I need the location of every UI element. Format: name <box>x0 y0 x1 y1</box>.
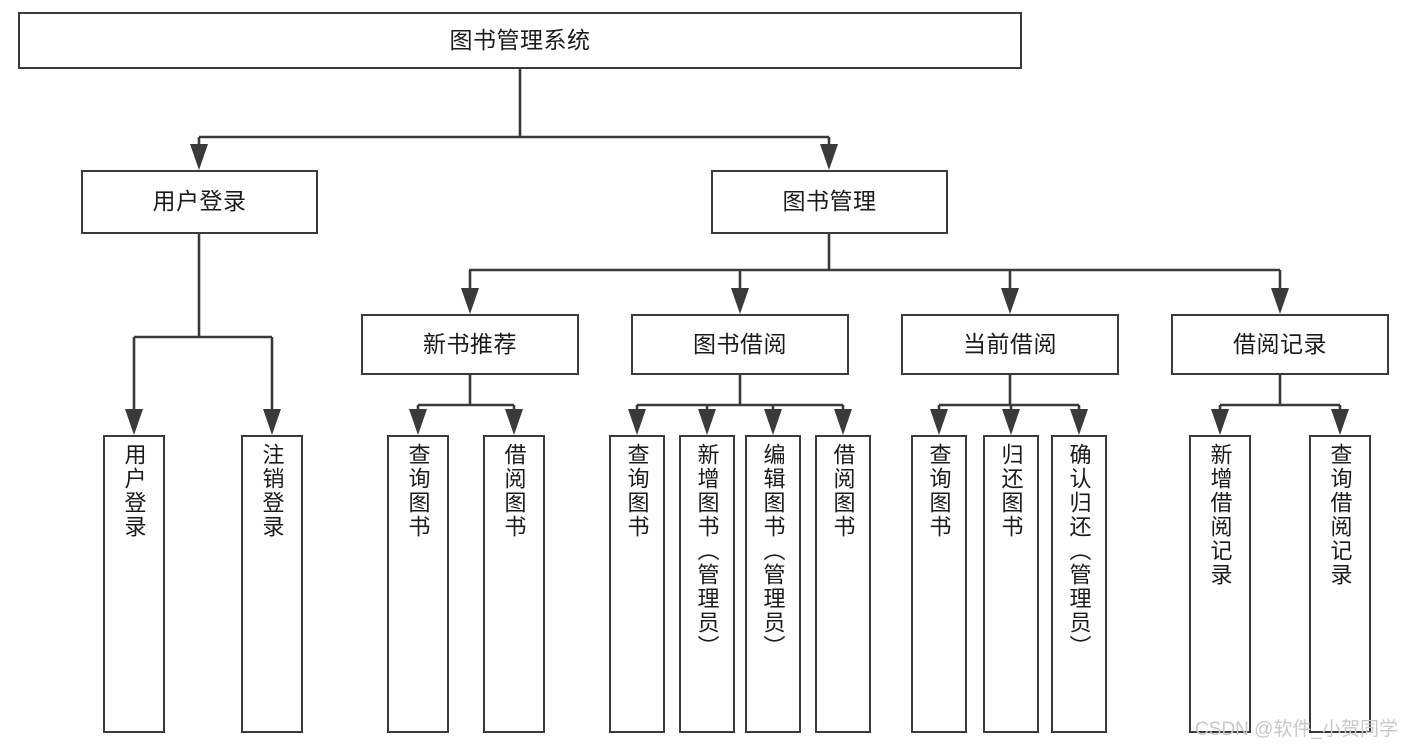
node-leaf-edit-book[interactable]: 编辑图书（管理员） <box>745 435 801 733</box>
node-label: 新书推荐 <box>423 330 517 357</box>
node-leaf-user-logout[interactable]: 注销登录 <box>241 435 303 733</box>
node-label: 查询借阅记录 <box>1327 443 1353 587</box>
node-label: 借阅记录 <box>1233 330 1327 357</box>
node-label: 用户登录 <box>152 188 247 215</box>
arrow-to-user-login <box>190 144 208 170</box>
arrow-to-leaf-query-book-1 <box>409 409 427 435</box>
arrow-to-leaf-confirm-return <box>1070 409 1088 435</box>
node-current-borrow[interactable]: 当前借阅 <box>901 314 1119 375</box>
node-label: 新增图书（管理员） <box>694 443 720 659</box>
arrow-to-leaf-edit-book <box>764 409 782 435</box>
node-label: 借阅图书 <box>501 443 527 539</box>
node-label: 查询图书 <box>926 443 952 539</box>
node-leaf-query-book-1[interactable]: 查询图书 <box>387 435 449 733</box>
node-root[interactable]: 图书管理系统 <box>18 12 1022 69</box>
arrow-to-leaf-borrow-book-2 <box>834 409 852 435</box>
node-leaf-user-login[interactable]: 用户登录 <box>103 435 165 733</box>
watermark: CSDN @软件_小贺同学 <box>1195 719 1398 740</box>
arrow-to-leaf-query-book-2 <box>628 409 646 435</box>
node-label: 归还图书 <box>998 443 1024 539</box>
arrow-to-borrow-record <box>1271 288 1289 314</box>
node-leaf-add-book[interactable]: 新增图书（管理员） <box>679 435 735 733</box>
node-label: 当前借阅 <box>963 330 1057 357</box>
node-book-borrow[interactable]: 图书借阅 <box>631 314 849 375</box>
arrow-to-book-borrow <box>731 288 749 314</box>
arrow-to-leaf-add-book <box>698 409 716 435</box>
node-leaf-query-book-2[interactable]: 查询图书 <box>609 435 665 733</box>
node-label: 查询图书 <box>624 443 650 539</box>
node-book-manage[interactable]: 图书管理 <box>711 170 948 234</box>
node-borrow-record[interactable]: 借阅记录 <box>1171 314 1389 375</box>
node-leaf-confirm-return[interactable]: 确认归还（管理员） <box>1051 435 1107 733</box>
arrow-to-leaf-query-record <box>1331 409 1349 435</box>
node-label: 查询图书 <box>405 443 431 539</box>
node-leaf-borrow-book-1[interactable]: 借阅图书 <box>483 435 545 733</box>
node-leaf-return-book[interactable]: 归还图书 <box>983 435 1039 733</box>
arrow-to-new-book-rec <box>461 288 479 314</box>
node-label: 新增借阅记录 <box>1207 443 1233 587</box>
arrow-to-leaf-borrow-book-1 <box>505 409 523 435</box>
node-leaf-add-record[interactable]: 新增借阅记录 <box>1189 435 1251 733</box>
node-user-login[interactable]: 用户登录 <box>81 170 318 234</box>
arrow-to-book-manage <box>820 144 838 170</box>
arrow-to-leaf-return-book <box>1002 409 1020 435</box>
node-label: 用户登录 <box>121 443 147 539</box>
node-label: 图书管理 <box>782 188 877 215</box>
arrow-to-current-borrow <box>1001 288 1019 314</box>
node-label: 借阅图书 <box>830 443 856 539</box>
node-label: 编辑图书（管理员） <box>760 443 786 659</box>
node-leaf-borrow-book-2[interactable]: 借阅图书 <box>815 435 871 733</box>
node-label: 确认归还（管理员） <box>1066 443 1092 659</box>
node-new-book-rec[interactable]: 新书推荐 <box>361 314 579 375</box>
arrow-to-leaf-add-record <box>1211 409 1229 435</box>
arrow-to-leaf-user-login <box>125 409 143 435</box>
arrow-to-leaf-query-book-3 <box>930 409 948 435</box>
node-leaf-query-record[interactable]: 查询借阅记录 <box>1309 435 1371 733</box>
node-leaf-query-book-3[interactable]: 查询图书 <box>911 435 967 733</box>
node-label: 图书借阅 <box>693 330 787 357</box>
node-label: 图书管理系统 <box>449 26 591 53</box>
arrow-to-leaf-user-logout <box>263 409 281 435</box>
node-label: 注销登录 <box>259 443 285 539</box>
